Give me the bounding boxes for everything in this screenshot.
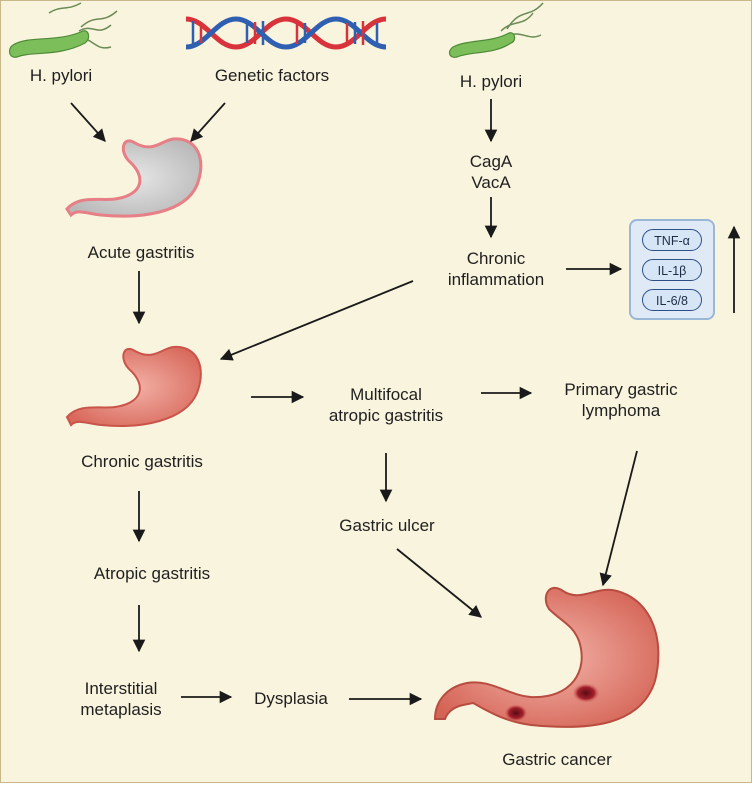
label-multifocal-line1: Multifocal [350,385,422,404]
stomach-icon-acute [65,137,203,218]
label-acute-gastritis: Acute gastritis [87,243,195,262]
cytokine-box: TNF-α IL-1β IL-6/8 [629,219,715,320]
label-interstitial-line1: Interstitial [84,679,158,698]
label-lymphoma-line2: lymphoma [581,401,661,420]
bacterium-icon-right [448,2,544,58]
label-interstitial-line2: metaplasis [80,700,162,719]
cytokine-tnf-alpha: TNF-α [642,229,702,251]
label-chronic-inflammation-line2: inflammation [447,270,545,289]
label-vaca: VacA [471,173,511,192]
cytokine-il-6-8: IL-6/8 [642,289,702,311]
cytokine-il-1-beta: IL-1β [642,259,702,281]
bacterium-icon-left [8,2,118,58]
label-genetic-factors: Genetic factors [214,66,330,85]
label-gastric-cancer: Gastric cancer [502,750,612,769]
label-chronic-gastritis: Chronic gastritis [81,452,203,471]
label-gastric-ulcer: Gastric ulcer [339,516,435,535]
stomach-icon-chronic [65,345,202,427]
dna-helix-icon [185,16,387,50]
label-atropic-gastritis: Atropic gastritis [93,564,211,583]
stomach-icon-cancer [433,586,660,728]
label-h-pylori-right: H. pylori [459,72,523,91]
label-dysplasia: Dysplasia [254,689,328,708]
label-h-pylori-left: H. pylori [29,66,93,85]
label-chronic-inflammation-line1: Chronic [466,249,526,268]
label-lymphoma-line1: Primary gastric [564,380,678,399]
label-multifocal-line2: atropic gastritis [328,406,444,425]
label-caga: CagA [469,152,513,171]
diagram-arrows [70,99,741,706]
